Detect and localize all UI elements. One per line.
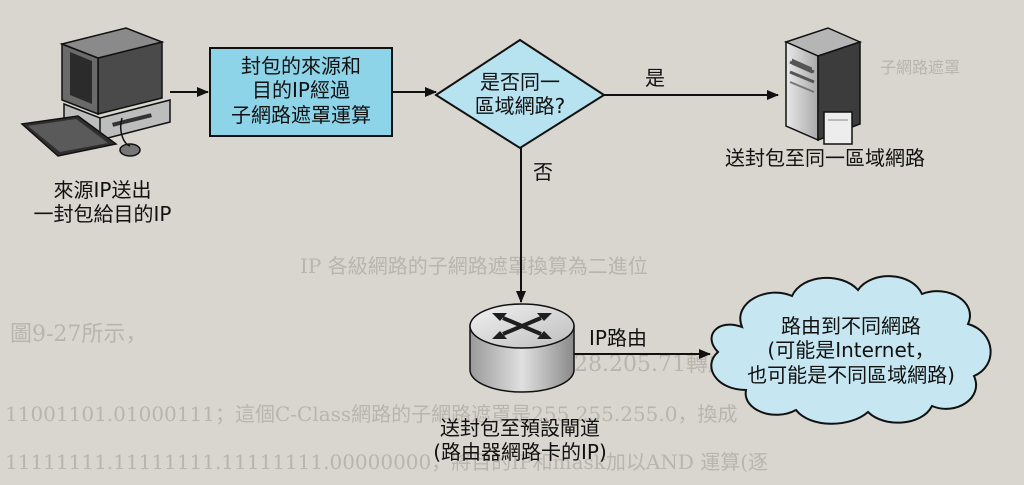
desktop-computer-icon — [20, 27, 171, 157]
router-caption: 送封包至預設閘道 (路由器網路卡的IP) — [433, 416, 607, 465]
source-computer-caption: 來源IP送出 一封包給目的IP — [33, 178, 172, 227]
ip-routing-label: IP路由 — [589, 326, 647, 350]
no-branch-label: 否 — [533, 160, 553, 184]
server-caption: 送封包至同一區域網路 — [725, 146, 925, 170]
bg-text-line: 子網路遮罩 — [880, 58, 961, 77]
server-tower-icon — [783, 27, 863, 145]
yes-branch-label: 是 — [645, 66, 665, 90]
decision-text: 是否同一 區域網路? — [474, 70, 566, 119]
process-box — [209, 47, 393, 137]
process-box-text: 封包的來源和 目的IP經過 子網路遮罩運算 — [231, 54, 371, 127]
decision-diamond — [434, 38, 606, 150]
bg-text-line: 11111111.11111111.11111111.00000000，將目的I… — [5, 450, 769, 474]
cloud-shape — [710, 275, 992, 425]
cloud-text: 路由到不同網路 (可能是Internet， 也可能是不同區域網路) — [747, 314, 955, 387]
bg-text-line: 11001101.01000111；這個C-Class網路的子網路遮罩是255.… — [5, 402, 738, 426]
bg-text-line: 圖9-27所示， — [10, 322, 148, 347]
bg-text-heading: IP 各級網路的子網路遮罩換算為二進位 — [300, 254, 648, 278]
router-icon — [469, 303, 575, 393]
